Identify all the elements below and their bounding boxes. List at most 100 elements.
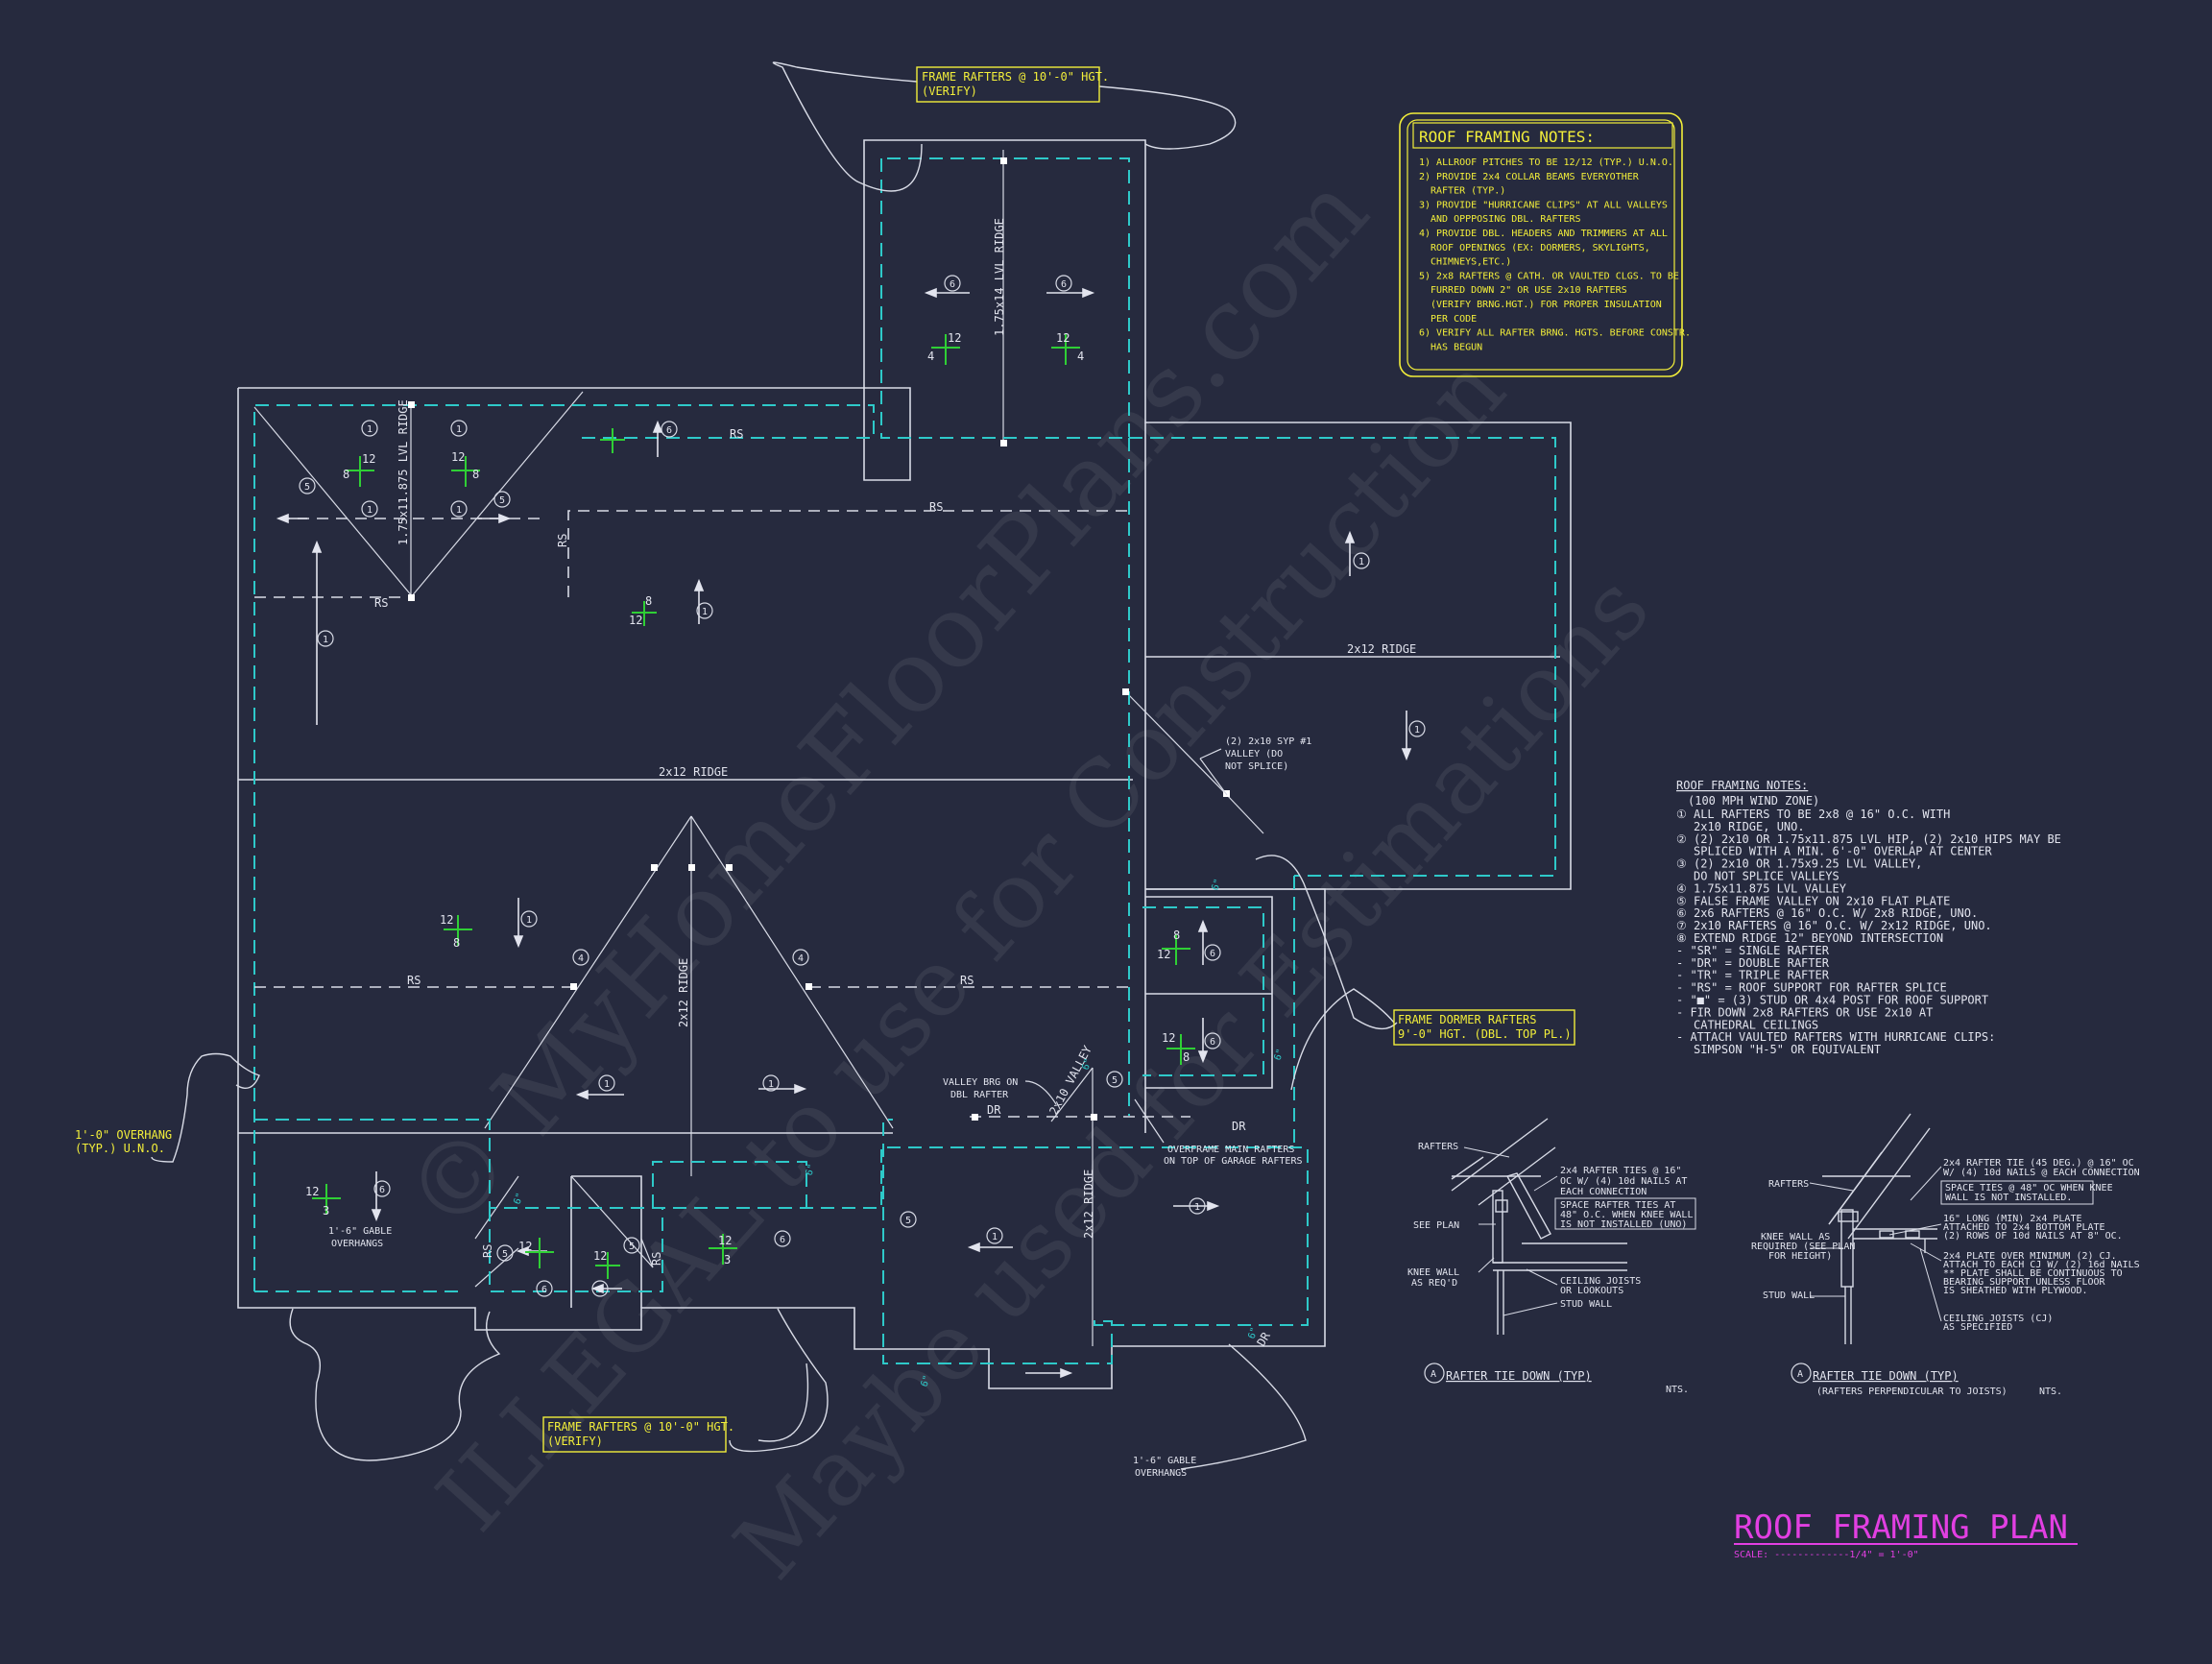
drawing-title: ROOF FRAMING PLAN xyxy=(1734,1508,2068,1547)
detail-right-plate2: IS SHEATHED WITH PLYWOOD. xyxy=(1943,1286,2088,1296)
note-tag-1: 1 xyxy=(361,420,378,437)
detail-left-knee-wall: KNEE WALL xyxy=(1407,1267,1459,1278)
rs-label: RS xyxy=(556,534,569,547)
svg-text:6: 6 xyxy=(950,279,955,290)
svg-text:5: 5 xyxy=(304,482,310,493)
legend-item: ⑧ EXTEND RIDGE 12" BEYOND INTERSECTION xyxy=(1676,931,1943,945)
notes-box-line: ROOF OPENINGS (EX: DORMERS, SKYLIGHTS, xyxy=(1431,243,1650,253)
note-tag-1: 1 xyxy=(450,500,468,518)
legend-item: ② (2) 2x10 OR 1.75x11.875 LVL HIP, (2) 2… xyxy=(1676,832,2061,846)
rs-label: RS xyxy=(929,500,943,514)
dr-label: DR xyxy=(1254,1329,1273,1348)
note-tag-1: 1 xyxy=(986,1227,1003,1244)
notes-box-line: (VERIFY BRNG.HGT.) FOR PROPER INSULATION xyxy=(1431,300,1662,310)
valley-note: VALLEY (DO xyxy=(1225,749,1283,760)
leader-curves xyxy=(151,61,1398,1470)
note-tag-6: 6 xyxy=(591,1280,609,1297)
notes-box-lines: 1) ALLROOF PITCHES TO BE 12/12 (TYP.) U.… xyxy=(1419,157,1691,352)
valley-brg-note: VALLEY BRG ON xyxy=(943,1077,1018,1088)
wall-lines xyxy=(253,157,1556,1364)
detail-left-nts: NTS. xyxy=(1666,1385,1689,1395)
dr-label: DR xyxy=(987,1103,1001,1117)
pitch-label: 12 xyxy=(948,331,961,345)
pitch-label: 12 xyxy=(440,913,453,927)
callout-dormer: FRAME DORMER RAFTERS 9'-0" HGT. (DBL. TO… xyxy=(1393,1009,1575,1046)
note-tag-1: 1 xyxy=(450,420,468,437)
pitch-label: 12 xyxy=(1056,331,1070,345)
legend-item: ⑥ 2x6 RAFTERS @ 16" O.C. W/ 2x8 RIDGE, U… xyxy=(1676,906,1978,920)
pitch-6in-tag: 6" xyxy=(1080,1057,1094,1072)
notes-box-line: FURRED DOWN 2" OR USE 2x10 RAFTERS xyxy=(1431,285,1627,296)
detail-right-plate1: (2) ROWS OF 10d NAILS AT 8" OC. xyxy=(1943,1231,2123,1242)
drawing-scale: SCALE: -------------1/4" = 1'-0" xyxy=(1734,1550,1919,1560)
detail-left-ties: EACH CONNECTION xyxy=(1560,1187,1647,1197)
ridge-label: 2x12 RIDGE xyxy=(659,765,728,779)
svg-text:1: 1 xyxy=(1194,1202,1200,1213)
note-tag-5: 5 xyxy=(900,1211,917,1228)
note-tag-1: 1 xyxy=(762,1074,780,1092)
detail-right-plate1: 16" LONG (MIN) 2x4 PLATE xyxy=(1943,1214,2082,1224)
legend-item: - "SR" = SINGLE RAFTER xyxy=(1676,944,1830,957)
detail-left-space-note: 48" O.C. WHEN KNEE WALL xyxy=(1560,1210,1693,1220)
note-tag-5: 5 xyxy=(623,1237,640,1254)
note-tag-1: 1 xyxy=(361,500,378,518)
detail-right-stud-wall: STUD WALL xyxy=(1763,1290,1815,1301)
detail-right-knee-wall: FOR HEIGHT) xyxy=(1768,1251,1832,1262)
detail-right-ties: W/ (4) 10d NAILS @ EACH CONNECTION xyxy=(1943,1168,2140,1178)
notes-box-line: CHIMNEYS,ETC.) xyxy=(1431,257,1511,268)
legend-item: - "RS" = ROOF SUPPORT FOR RAFTER SPLICE xyxy=(1676,981,1947,995)
valley-label: 2x10 VALLEY xyxy=(1046,1043,1094,1117)
notes-box-line: 3) PROVIDE "HURRICANE CLIPS" AT ALL VALL… xyxy=(1419,200,1668,210)
legend-item: - "TR" = TRIPLE RAFTER xyxy=(1676,969,1830,982)
note-tag-6: 6 xyxy=(536,1280,553,1297)
pitch-6in-tag: 6" xyxy=(1210,878,1223,892)
legend-item: - "DR" = DOUBLE RAFTER xyxy=(1676,956,1830,970)
pitch-label: 4 xyxy=(927,350,934,363)
svg-text:6: 6 xyxy=(1061,279,1067,290)
pitch-labels: 12 8 12 8 12 4 12 4 12 8 12 8 12 8 12 8 … xyxy=(305,331,1190,1266)
callout-top-line1: FRAME RAFTERS @ 10'-0" HGT. xyxy=(922,70,1109,84)
callout-dormer-line2: 9'-0" HGT. (DBL. TOP PL.) xyxy=(1398,1027,1572,1041)
pitch-label: 12 xyxy=(451,450,465,464)
detail-right-plate2: BEARING SUPPORT UNLESS FLOOR xyxy=(1943,1277,2106,1288)
pitch-label: 12 xyxy=(518,1240,532,1253)
callout-dormer-line1: FRAME DORMER RAFTERS xyxy=(1398,1013,1537,1026)
pitch-label: 4 xyxy=(1077,350,1084,363)
notes-box-line: 4) PROVIDE DBL. HEADERS AND TRIMMERS AT … xyxy=(1419,229,1668,239)
svg-text:6: 6 xyxy=(379,1185,385,1195)
pitch-label: 8 xyxy=(472,468,479,481)
note-tag-1: 1 xyxy=(598,1074,615,1092)
drawing-title-block: ROOF FRAMING PLAN SCALE: -------------1/… xyxy=(1734,1508,2078,1560)
gable-note-left: OVERHANGS xyxy=(331,1239,383,1249)
callout-overhang-line2: (TYP.) U.N.O. xyxy=(75,1142,165,1155)
legend-item: CATHEDRAL CEILINGS xyxy=(1694,1018,1818,1031)
svg-text:4: 4 xyxy=(798,953,804,964)
svg-text:1: 1 xyxy=(768,1079,774,1090)
svg-text:1: 1 xyxy=(1414,725,1420,736)
svg-text:6: 6 xyxy=(666,425,672,436)
note-tag-6: 6 xyxy=(1204,1032,1221,1049)
post xyxy=(805,983,812,990)
note-tag-4: 4 xyxy=(572,949,589,966)
note-tags: 1 1 1 1 5 5 6 6 6 1 1 1 1 1 4 4 1 1 6 6 … xyxy=(299,275,1426,1297)
pitch-label: 12 xyxy=(1162,1031,1175,1045)
detail-left-space-note: IS NOT INSTALLED (UNO) xyxy=(1560,1219,1687,1230)
rs-label: RS xyxy=(374,596,388,610)
note-tag-1: 1 xyxy=(1189,1197,1206,1215)
svg-text:1: 1 xyxy=(456,424,462,435)
note-tag-5: 5 xyxy=(1106,1071,1123,1088)
svg-text:1: 1 xyxy=(323,635,328,645)
detail-left-stud-wall: STUD WALL xyxy=(1560,1299,1612,1310)
rs-label: RS xyxy=(407,974,421,987)
detail-right-plate2: ATTACH TO EACH CJ W/ (2) 16d NAILS xyxy=(1943,1260,2140,1270)
detail-right-bubble: A xyxy=(1797,1369,1803,1380)
svg-text:1: 1 xyxy=(702,607,708,617)
post xyxy=(1000,440,1007,446)
plan-notes: (2) 2x10 SYP #1 VALLEY (DO NOT SPLICE) V… xyxy=(328,736,1311,1479)
notes-box-line: 6) VERIFY ALL RAFTER BRNG. HGTS. BEFORE … xyxy=(1419,328,1691,339)
overframe-note: ON TOP OF GARAGE RAFTERS xyxy=(1164,1156,1303,1167)
pitch-6in-tag: 6" xyxy=(1246,1326,1260,1340)
gable-note-bottom: OVERHANGS xyxy=(1135,1468,1187,1479)
pitch-label: 12 xyxy=(718,1234,732,1247)
